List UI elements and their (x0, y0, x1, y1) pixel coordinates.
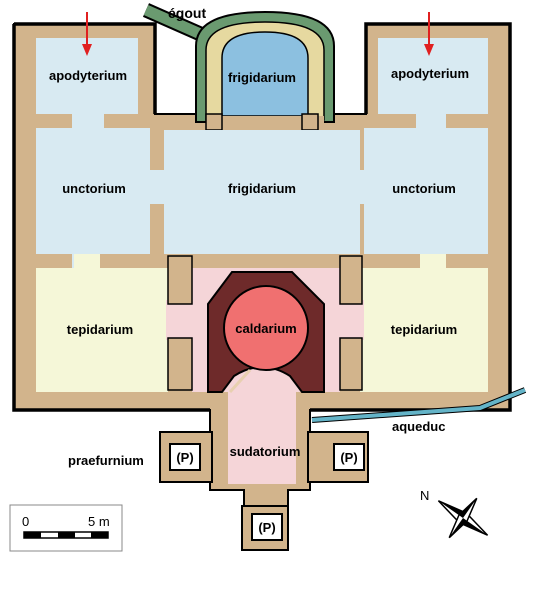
unctorium-right-label: unctorium (392, 181, 456, 196)
tepidarium-left-label: tepidarium (67, 322, 133, 337)
apodyterium-right-label: apodyterium (391, 66, 469, 81)
tepidarium-right-room (360, 268, 488, 392)
furnace-left (169, 443, 201, 471)
egout-label: égout (168, 5, 206, 21)
tepidarium-right-label: tepidarium (391, 322, 457, 337)
tepidarium-left-room (36, 268, 168, 392)
furnace-right-label: (P) (340, 450, 357, 465)
cold-rooms (36, 38, 488, 268)
praefurnium-label: praefurnium (68, 453, 144, 468)
aqueduc-label: aqueduc (392, 419, 445, 434)
partition-walls (167, 255, 363, 391)
warm-room-doorways (74, 254, 446, 270)
frigidarium-hall-room (164, 130, 360, 254)
furnace-left-label: (P) (176, 450, 193, 465)
frigidarium-hall-label: frigidarium (228, 181, 296, 196)
inlet-arrows (82, 12, 434, 56)
furnace-bottom-label: (P) (258, 520, 275, 535)
unctorium-left-label: unctorium (62, 181, 126, 196)
apodyterium-right-room (378, 38, 488, 114)
compass-north-label: N (420, 488, 429, 503)
aqueduct-channel (311, 387, 527, 423)
caldarium-pool (223, 285, 309, 371)
sudatorium-room (228, 390, 296, 484)
caldarium-core (207, 271, 325, 394)
frigidarium-pool-label: frigidarium (228, 70, 296, 85)
caldarium-label: caldarium (235, 321, 296, 336)
apodyterium-left-label: apodyterium (49, 68, 127, 83)
arrow-head-left-icon (82, 44, 92, 56)
unctorium-right-room (354, 112, 488, 268)
furnace-right (333, 443, 365, 471)
warm-rooms (36, 268, 488, 392)
scale-bar: 0 5 m (9, 504, 123, 552)
scale-start-label: 0 (22, 514, 29, 529)
scale-end-label: 5 m (88, 514, 110, 529)
furnace-boxes (169, 443, 365, 541)
hot-room-doorways (166, 300, 364, 340)
cold-room-doorways (74, 110, 446, 204)
furnace-bottom (251, 513, 283, 541)
compass-rose-icon (437, 497, 489, 539)
frigidarium-pool (195, 10, 335, 131)
sudatorium-label: sudatorium (230, 444, 301, 459)
arrow-head-right-icon (424, 44, 434, 56)
unctorium-left-room (36, 112, 164, 268)
